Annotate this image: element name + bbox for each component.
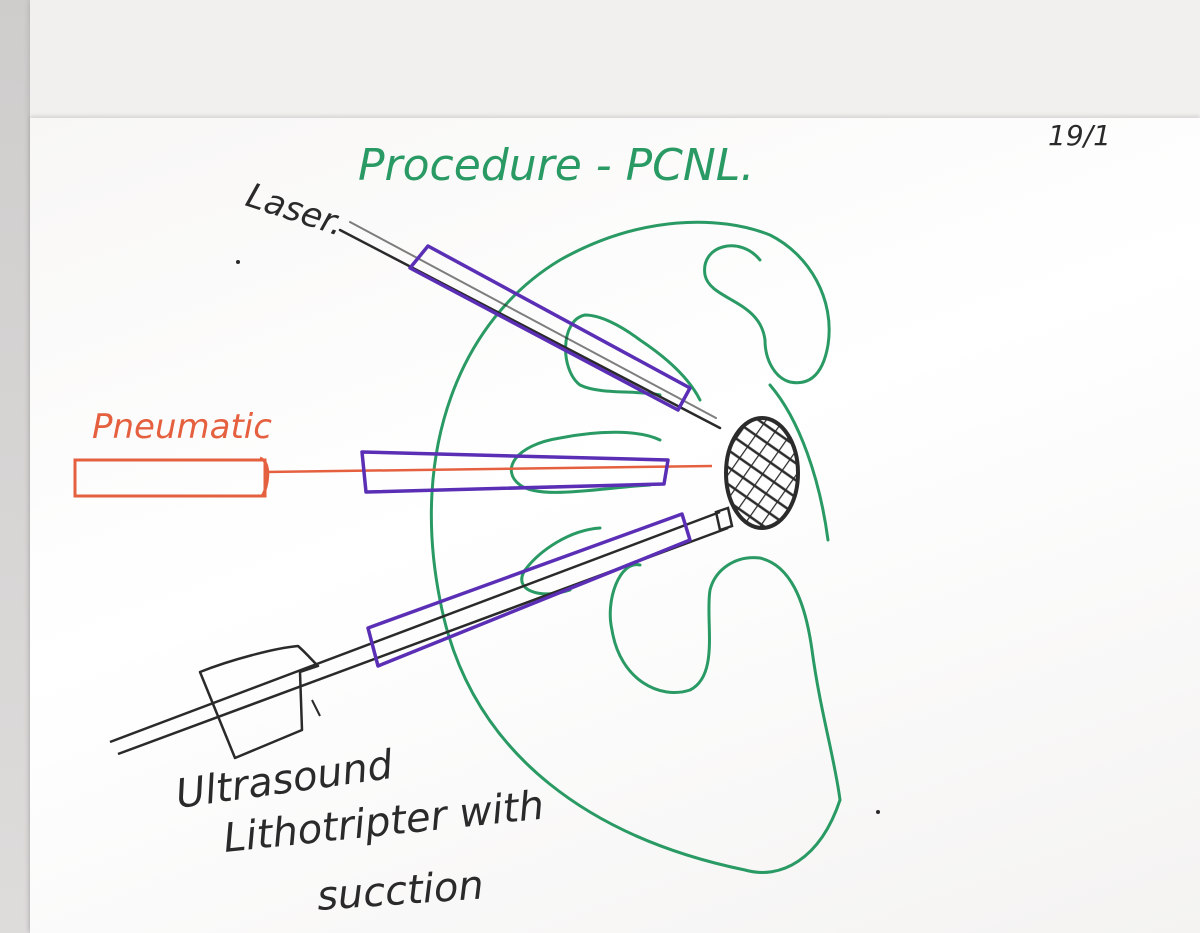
lower-sheath	[366, 512, 692, 668]
stray-dot	[876, 810, 880, 814]
upper-sheath	[408, 244, 692, 412]
laser-label: Laser.	[241, 176, 349, 245]
diagram-title: Procedure - PCNL.	[358, 140, 754, 191]
front-paper-sheet	[30, 118, 1200, 933]
pneumatic-probe	[73, 456, 713, 498]
kidney-stone	[724, 416, 800, 530]
stray-dot	[236, 260, 240, 264]
date-label: 19/1	[1048, 119, 1111, 152]
ultrasound-label-line3: sucction	[315, 862, 485, 920]
middle-sheath	[360, 450, 670, 494]
kidney-outline	[429, 220, 842, 874]
laser-probe	[338, 221, 722, 430]
ultrasound-probe	[109, 506, 734, 760]
pneumatic-label: Pneumatic	[92, 407, 272, 447]
